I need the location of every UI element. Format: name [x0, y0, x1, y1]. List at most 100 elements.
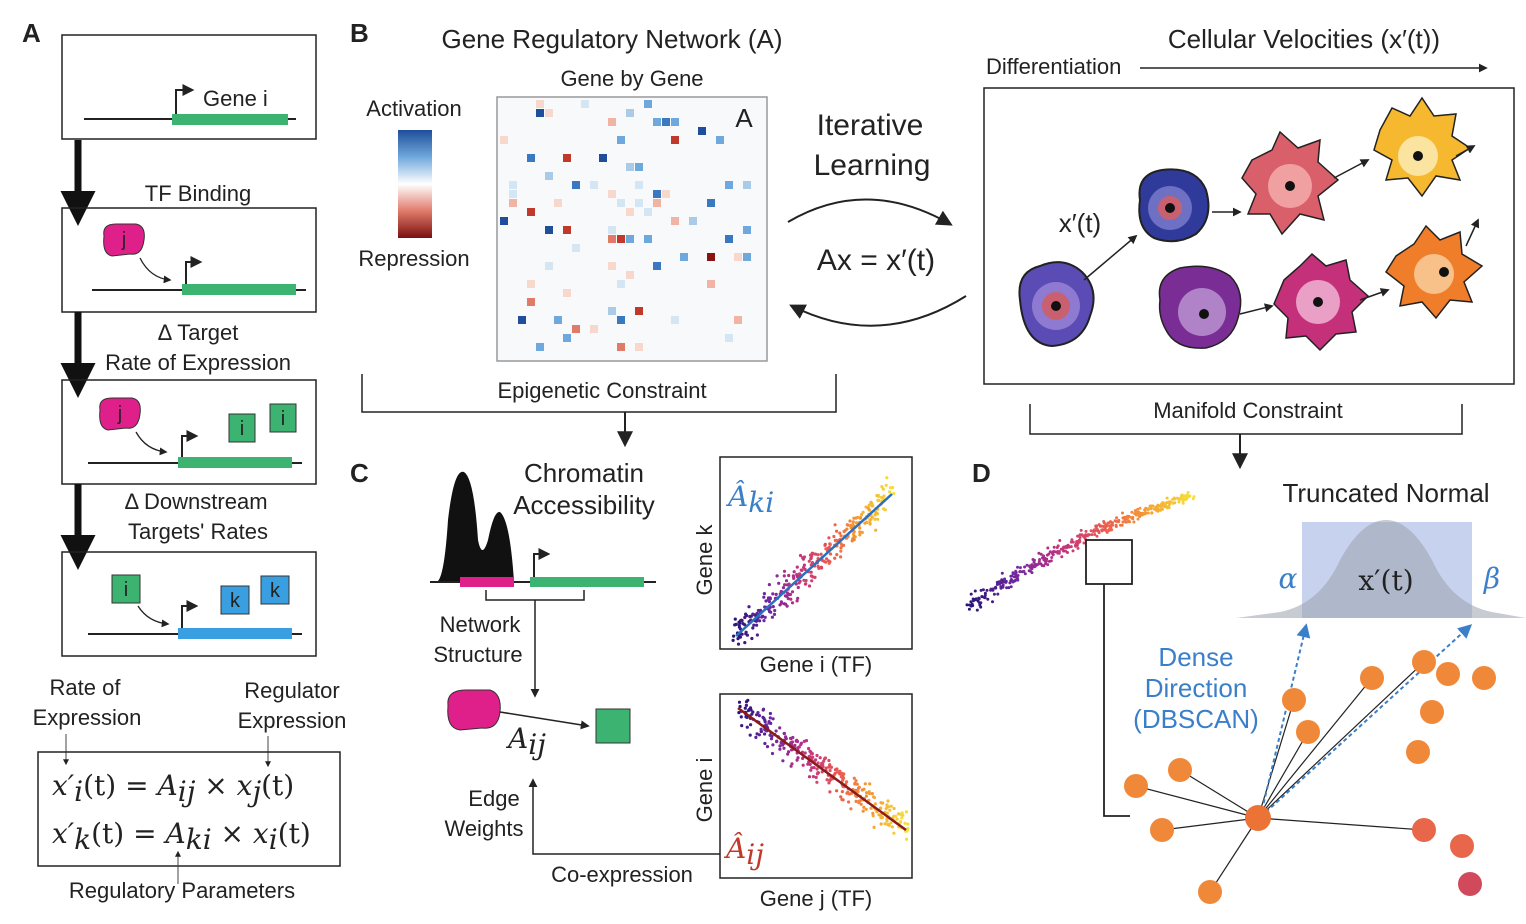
- matrix-cell: [536, 343, 544, 351]
- backward-cycle-arrow-icon: [789, 295, 967, 327]
- coexpression-label: Co-expression: [551, 862, 693, 887]
- manifold-point: [1007, 586, 1011, 590]
- matrix-cell: [572, 325, 580, 333]
- matrix-cell: [608, 262, 616, 270]
- scatter-point: [755, 633, 760, 637]
- rate-expression-label: Rate of Expression: [105, 350, 291, 375]
- matrix-cell: [689, 217, 697, 225]
- activation-label: Activation: [366, 96, 461, 121]
- matrix-cell: [617, 136, 625, 144]
- gene-box-4: [61, 551, 317, 657]
- manifold-point: [1156, 503, 1160, 507]
- scatter-point: [860, 513, 864, 517]
- manifold-point: [985, 588, 989, 592]
- matrix-cells: [500, 100, 751, 351]
- manifold-point: [992, 592, 996, 596]
- manifold-point: [1133, 512, 1137, 516]
- scatter-point: [809, 756, 813, 760]
- manifold-point: [996, 592, 1000, 596]
- scatter-point: [888, 490, 892, 494]
- product-k-icon: [260, 575, 290, 605]
- scatter-point: [880, 485, 884, 489]
- scatter-point: [874, 510, 878, 515]
- scatter-point: [884, 807, 888, 811]
- manifold-point: [1000, 571, 1004, 575]
- scatter-point: [784, 735, 788, 739]
- scatter-point: [886, 799, 890, 803]
- scatter-point: [737, 623, 741, 627]
- scatter-point: [872, 825, 876, 830]
- delta-downstream-label: Δ Downstream: [124, 489, 267, 514]
- scatter-point: [762, 619, 766, 623]
- zoom-box: [1085, 539, 1133, 585]
- manifold-point: [1102, 520, 1106, 523]
- panel-c-letter: C: [350, 458, 369, 488]
- scatter-point: [744, 612, 748, 616]
- scatter-point: [886, 823, 890, 827]
- scatter-point: [864, 794, 869, 798]
- manifold-point: [1150, 511, 1154, 515]
- matrix-cell: [644, 208, 652, 216]
- scatter-point: [858, 526, 862, 530]
- manifold-point: [1082, 534, 1086, 538]
- scatter-point: [839, 549, 843, 553]
- manifold-point: [1076, 546, 1080, 550]
- manifold-point: [1018, 570, 1022, 574]
- tf-binding-label: TF Binding: [145, 181, 251, 206]
- tf-j-icon: [103, 223, 145, 257]
- graph-node: [1150, 818, 1174, 842]
- matrix-cell: [671, 136, 679, 144]
- scatter-point: [892, 806, 896, 811]
- manifold-point: [1120, 523, 1124, 527]
- tf-icon: [447, 689, 501, 731]
- dense-direction-arrow-icon: [1261, 623, 1311, 811]
- graph-edge: [1257, 731, 1309, 819]
- scatter-point: [828, 763, 832, 767]
- scatter-point: [828, 768, 832, 773]
- scatter-point: [790, 601, 795, 605]
- manifold-point: [1094, 524, 1098, 528]
- manifold-point: [1093, 529, 1097, 533]
- scatter-point: [786, 752, 790, 756]
- product-i-label: i: [240, 418, 244, 440]
- matrix-cell: [500, 217, 508, 225]
- scatter-point: [808, 553, 813, 557]
- plot2-ylabel: Gene i: [692, 758, 717, 823]
- matrix-cell: [626, 163, 634, 171]
- scatter-point: [803, 751, 807, 755]
- scatter-point: [739, 618, 744, 622]
- manifold-point: [1025, 563, 1029, 567]
- product-k-label: k: [230, 590, 241, 612]
- scatter-point: [793, 743, 797, 748]
- scatter-point: [809, 570, 813, 574]
- scatter-point: [860, 530, 864, 535]
- model-equation: Ax = x′(t): [817, 244, 935, 277]
- cell-magenta: [1273, 252, 1370, 352]
- manifold-point: [1176, 496, 1180, 500]
- scatter-point: [825, 557, 829, 561]
- manifold-point: [1130, 510, 1134, 514]
- manifold-point: [1111, 523, 1114, 527]
- scatter-point: [809, 556, 813, 560]
- matrix-cell: [608, 235, 616, 243]
- scatter-point: [813, 575, 817, 580]
- manifold-point: [1062, 545, 1065, 549]
- manifold-point: [979, 588, 983, 592]
- scatter-point: [791, 574, 796, 578]
- scatter-point: [782, 569, 787, 573]
- manifold-point: [1071, 549, 1075, 553]
- matrix-cell: [608, 226, 616, 234]
- matrix-cell: [716, 136, 724, 144]
- manifold-point: [1124, 520, 1128, 524]
- gene-i-label: Gene i: [203, 86, 268, 111]
- graph-node: [1360, 666, 1384, 690]
- scatter-point: [767, 609, 772, 614]
- matrix-cell: [581, 100, 589, 108]
- manifold-point: [1146, 511, 1150, 515]
- manifold-point: [1127, 515, 1131, 518]
- gene-k-bar: [178, 628, 292, 639]
- scatter-point: [809, 768, 813, 772]
- scatter-point: [851, 522, 855, 527]
- scatter-point: [832, 534, 836, 539]
- graph-edge: [1209, 817, 1259, 893]
